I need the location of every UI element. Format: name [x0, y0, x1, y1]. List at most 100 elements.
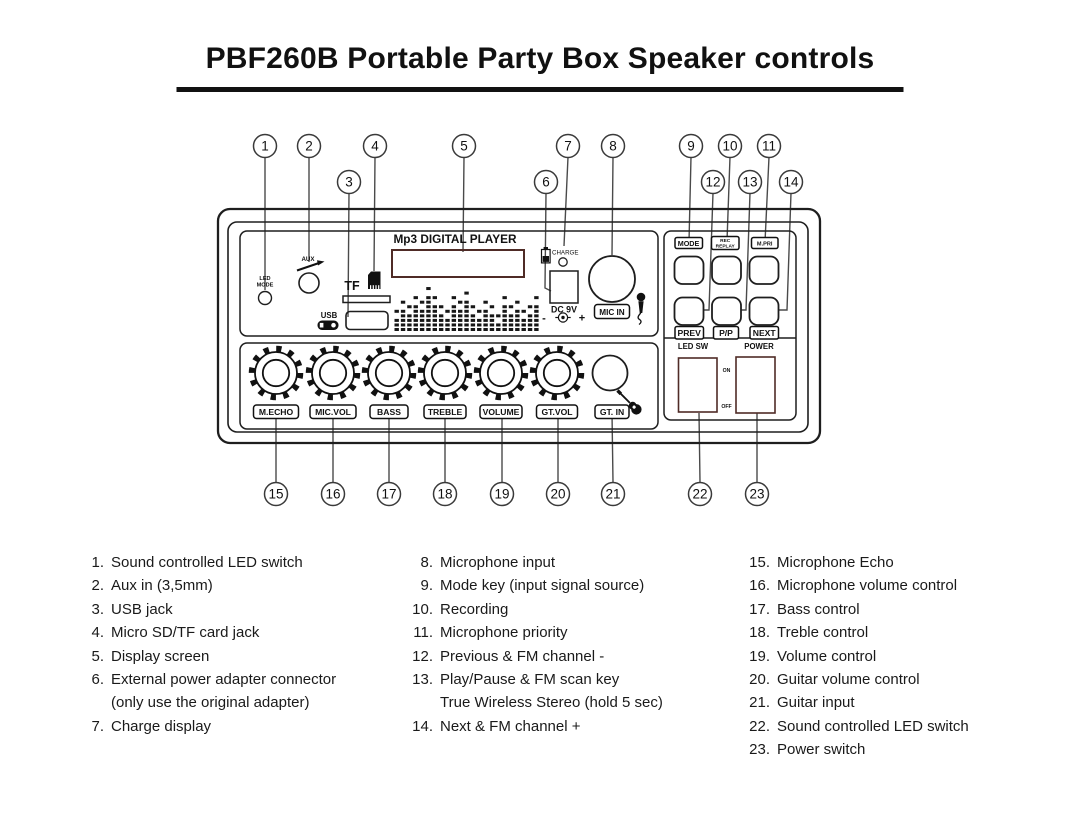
legend-item: 1.Sound controlled LED switch [91, 554, 303, 571]
legend-item: 11.Microphone priority [413, 624, 568, 642]
guitar-volume-knob[interactable] [529, 345, 585, 401]
legend-item: 17.Bass control [749, 600, 860, 618]
callout-number: 1 [261, 139, 269, 154]
led-mode-label: LED [259, 276, 270, 282]
replay-label: REPLAY [716, 243, 736, 249]
volume-label: VOLUME [483, 407, 520, 417]
usb-label: USB [321, 311, 338, 320]
legend-item: 12.Previous & FM channel - [412, 647, 605, 665]
callout-number: 17 [381, 487, 396, 502]
knob-section [239, 342, 659, 430]
callout-18 [432, 481, 458, 507]
callout-number: 4 [371, 139, 379, 154]
treble-knob[interactable] [417, 345, 473, 401]
callout-number: 15 [268, 487, 283, 502]
aux-jack[interactable] [298, 272, 320, 294]
mic-volume-knob[interactable] [305, 345, 361, 401]
callout-12 [700, 169, 726, 195]
callout-number: 22 [692, 487, 707, 502]
callout-number: 13 [742, 175, 757, 190]
legend-item: 5.Display screen [91, 647, 210, 665]
callout-8 [600, 133, 626, 159]
prev-label-box [674, 325, 705, 340]
page-title: PBF260B Portable Party Box Speaker contr… [205, 42, 875, 75]
callout-6 [533, 169, 559, 195]
callout-number: 10 [722, 139, 737, 154]
polarity-plus: + [579, 313, 585, 325]
callout-leader-lines [264, 156, 792, 483]
right-section [663, 230, 797, 421]
mode-label-box [674, 236, 704, 250]
legend-item-continuation: (only use the original adapter) [111, 694, 310, 712]
polarity-minus: - [542, 313, 546, 325]
mode-button[interactable] [673, 255, 705, 285]
volume-knob[interactable] [473, 345, 529, 401]
tf-card-slot[interactable] [342, 295, 391, 304]
legend-item: 2.Aux in (3,5mm) [91, 577, 213, 595]
usb-jack-slot[interactable] [345, 310, 389, 331]
callout-20 [545, 481, 571, 507]
equalizer-bars [394, 287, 539, 331]
bass-label: BASS [377, 407, 401, 417]
dc-power-connector[interactable] [549, 270, 579, 304]
legend-item: 8.Microphone input [420, 554, 556, 571]
legend-item: 13.Play/Pause & FM scan key [412, 671, 620, 689]
power-switch[interactable] [735, 356, 776, 414]
callout-19 [489, 481, 515, 507]
echo-knob[interactable] [248, 345, 304, 401]
callout-number: 12 [705, 175, 720, 190]
bass-knob[interactable] [361, 345, 417, 401]
callout-number: 2 [305, 139, 313, 154]
title-underline [176, 87, 904, 92]
rec-label: REC [720, 238, 731, 244]
led-sw-switch[interactable] [677, 357, 718, 413]
callout-17 [376, 481, 402, 507]
legend-item-continuation: True Wireless Stereo (hold 5 sec) [440, 694, 663, 712]
callout-15 [263, 481, 289, 507]
callout-10 [717, 133, 743, 159]
aux-label: AUX [301, 256, 315, 263]
mic-priority-button[interactable] [748, 255, 780, 285]
sd-card-pins [370, 285, 380, 289]
charge-led [558, 257, 568, 267]
callout-number: 14 [783, 175, 799, 190]
echo-label-box [252, 404, 300, 420]
legend-column-1: 1.Sound controlled LED switch 2.Aux in (3… [88, 551, 336, 738]
legend-item: 18.Treble control [749, 624, 869, 642]
mic-in-label-box [593, 303, 631, 320]
callout-13 [737, 169, 763, 195]
player-section [239, 230, 659, 337]
play-pause-button[interactable] [711, 296, 742, 326]
legend-item: 22.Sound controlled LED switch [749, 717, 969, 735]
callout-number: 5 [460, 139, 468, 154]
callout-9 [678, 133, 704, 159]
polarity-symbol-icon [555, 312, 571, 323]
mpri-label-box [750, 236, 779, 250]
mic-input-jack[interactable] [588, 255, 636, 303]
prev-label: PREV [677, 328, 701, 338]
led-mode-label2: MODE [257, 283, 274, 289]
callout-number: 8 [609, 139, 617, 154]
legend-item: 7.Charge display [91, 717, 212, 735]
guitar-input-jack[interactable] [591, 354, 629, 392]
callout-number: 21 [605, 487, 620, 502]
next-button[interactable] [748, 296, 780, 326]
display-screen [391, 249, 525, 278]
prev-button[interactable] [673, 296, 705, 326]
led-mode-switch[interactable] [257, 290, 273, 306]
bass-label-box [369, 404, 409, 420]
speaker-panel-diagram: LED MODE AUX TF USB Mp3 DIGITAL PLAYER [216, 133, 822, 507]
callout-number: 19 [494, 487, 509, 502]
callout-number: 3 [345, 175, 353, 190]
panel-outer-border [216, 207, 822, 445]
callout-5 [451, 133, 477, 159]
rec-replay-button[interactable] [711, 255, 742, 285]
callout-number: 16 [325, 487, 340, 502]
microphone-icon [636, 292, 646, 326]
callout-16 [320, 481, 346, 507]
mic-vol-label: MIC.VOL [315, 407, 351, 417]
